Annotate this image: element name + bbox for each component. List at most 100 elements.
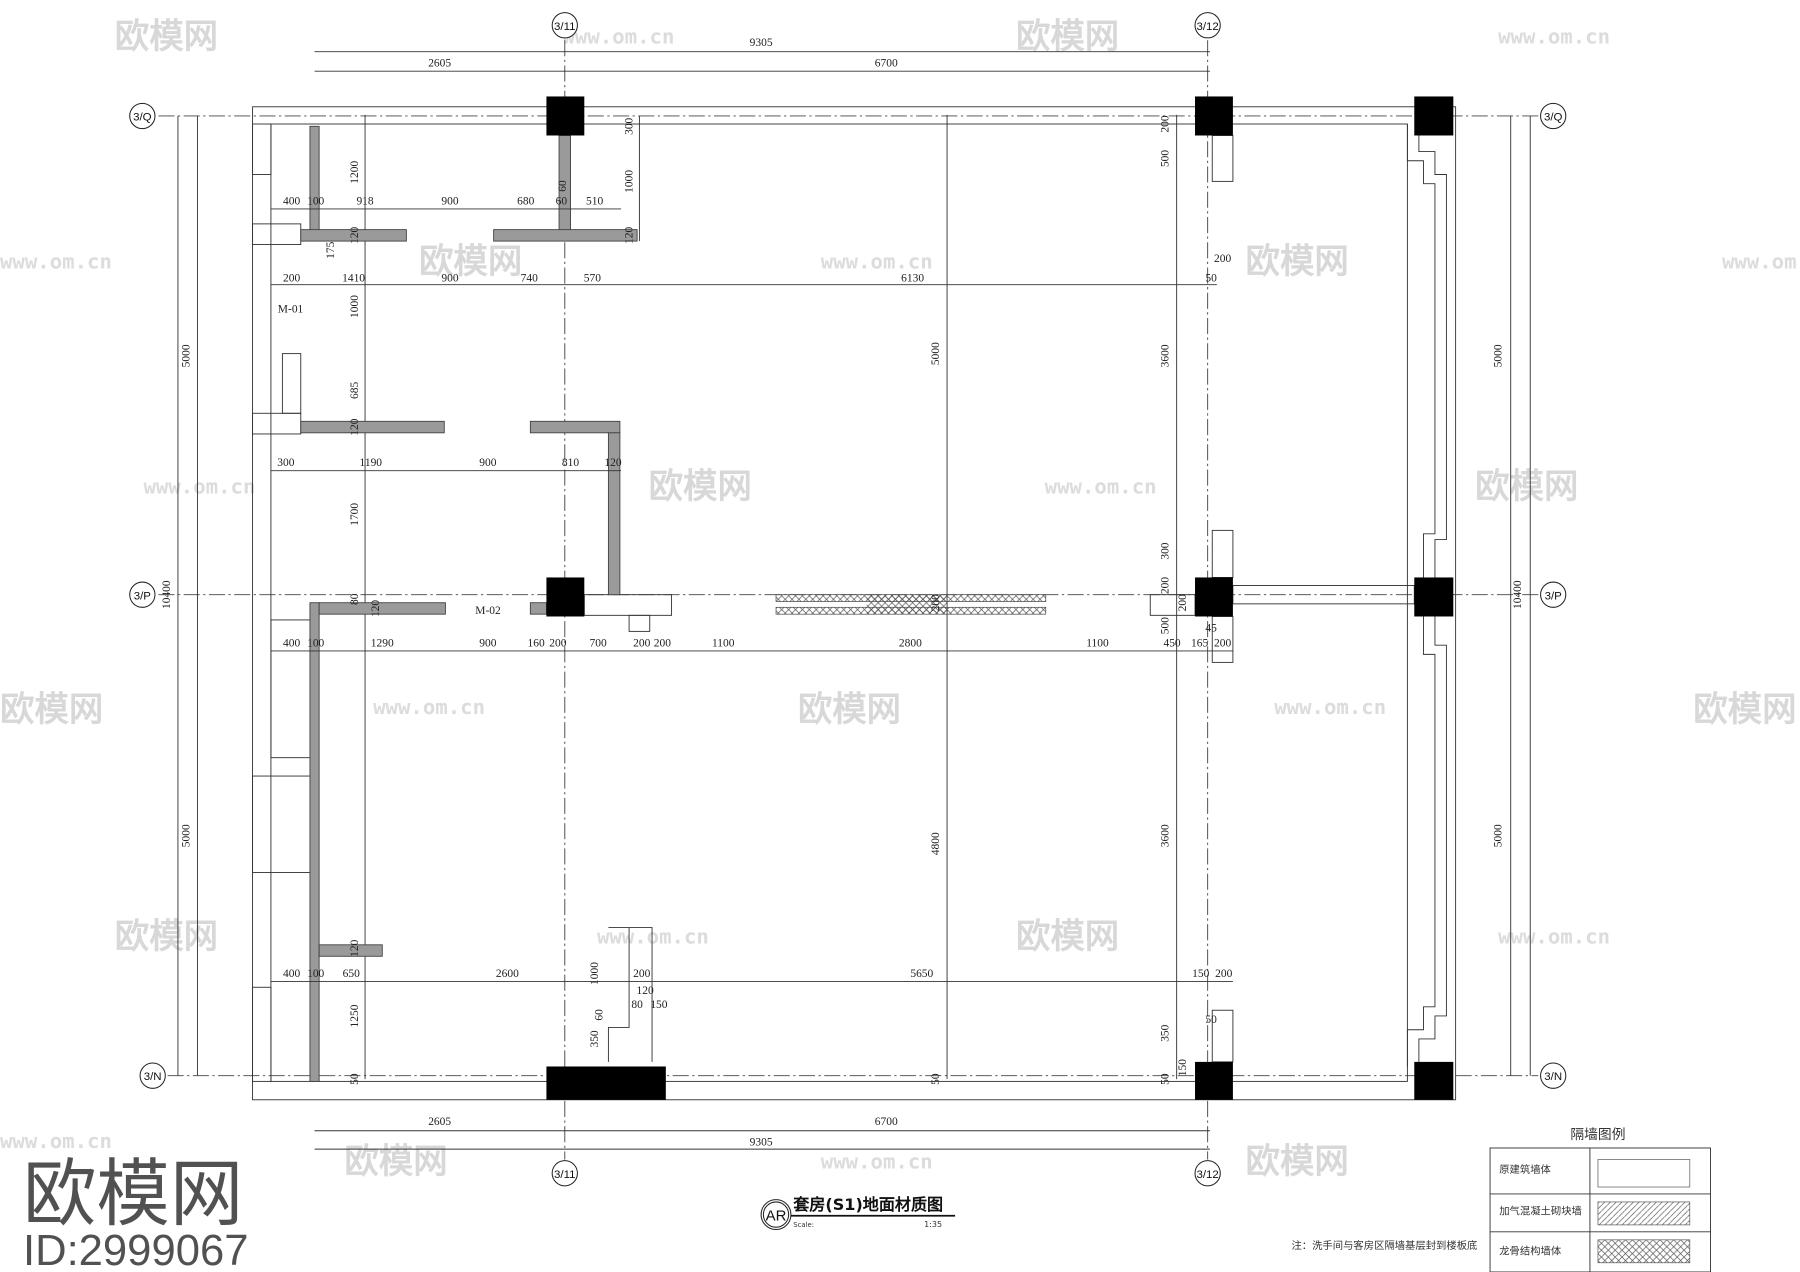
dimension-label: 50 xyxy=(1205,1014,1217,1026)
legend-title: 隔墙图例 xyxy=(1570,1127,1625,1143)
dimension-label: 350 xyxy=(1160,1024,1172,1041)
dimension-label: 50 xyxy=(930,1073,942,1085)
dimension-label: 150 xyxy=(1177,1059,1189,1076)
watermark-brand: 欧模网 xyxy=(1016,17,1119,57)
title-badge: AR xyxy=(766,1207,787,1224)
dimension-label: 350 xyxy=(589,1030,601,1047)
watermark-brand: 欧模网 xyxy=(649,467,752,507)
dimension-label: 200 xyxy=(1177,594,1189,611)
drawing-title: 套房(S1)地面材质图 xyxy=(793,1195,943,1214)
dimension-label: 2800 xyxy=(899,637,922,649)
grid-axis-bubble: 3/12 xyxy=(1194,12,1221,39)
watermark-url: www.om.cn xyxy=(563,25,675,49)
dimension-label: 400 xyxy=(283,195,300,207)
dimension-label: 500 xyxy=(1160,617,1172,634)
dimension-label: 1410 xyxy=(342,272,365,284)
watermark-url: www.om.cn xyxy=(597,925,709,949)
dimension-label: 4800 xyxy=(930,832,942,855)
dimension-label: 900 xyxy=(479,457,496,469)
grid-axis-bubble: 3/P xyxy=(129,581,156,608)
grid-axis-bubble: 3/Q xyxy=(129,102,156,130)
dimension-label: 1000 xyxy=(589,962,601,985)
partition-walls xyxy=(300,125,1047,1082)
dimension-label: 200 xyxy=(1160,577,1172,594)
dimension-label: 400 xyxy=(283,637,300,649)
dimension-label: 510 xyxy=(586,195,603,207)
grid-axis-bubble: 3/11 xyxy=(551,12,578,39)
dimension-label: 45 xyxy=(1205,622,1217,634)
dimension-label: 50 xyxy=(349,1073,361,1085)
dimension-label: 3600 xyxy=(1160,824,1172,847)
watermark-url: www.om.cn xyxy=(1722,250,1800,274)
dimension-label: 200 xyxy=(930,594,942,611)
door-label-m02: M-02 xyxy=(475,605,501,617)
dimension-label: 120 xyxy=(637,985,654,997)
dimension-label: 100 xyxy=(307,968,324,980)
dimension-label: 200 xyxy=(633,637,650,649)
watermark-layer: 欧模网欧模网欧模网欧模网欧模网欧模网欧模网欧模网欧模网欧模网欧模网欧模网欧模网w… xyxy=(0,17,1800,1182)
dimension-label: 120 xyxy=(349,418,361,435)
dimension-label: 50 xyxy=(1160,1073,1172,1085)
dimension-label: 400 xyxy=(283,968,300,980)
grid-axis-bubble: 3/P xyxy=(1540,581,1567,608)
dimension-label: 740 xyxy=(521,272,538,284)
watermark-brand: 欧模网 xyxy=(419,242,522,282)
grid-axis-bubble: 3/Q xyxy=(1540,102,1567,130)
watermark-url: www.om.cn xyxy=(1498,925,1610,949)
dimension-label: 60 xyxy=(556,195,568,207)
dimension-label: 120 xyxy=(624,226,636,243)
watermark-brand-large: 欧模网 xyxy=(23,1152,243,1237)
grid-axis-label: 3/11 xyxy=(554,21,575,33)
watermark-brand: 欧模网 xyxy=(344,1142,447,1182)
watermark-url: www.om.cn xyxy=(143,475,255,499)
legend-row-aerated-block-wall: 加气混凝土砌块墙 xyxy=(1499,1205,1582,1218)
dimension-label: 200 xyxy=(1214,253,1231,265)
watermark-url: www.om.cn xyxy=(1045,475,1157,499)
dimension-label: 6700 xyxy=(875,58,898,70)
watermark-url: www.om.cn xyxy=(373,695,485,719)
dimension-label: 200 xyxy=(283,272,300,284)
grid-axis-label: 3/12 xyxy=(1196,21,1218,33)
dimension-label: 900 xyxy=(441,195,458,207)
grid-axis-label: 3/Q xyxy=(1544,112,1563,124)
dimension-label: 5000 xyxy=(180,824,192,847)
dimension-label: 918 xyxy=(356,195,373,207)
dimension-label: 2605 xyxy=(428,58,451,70)
dimension-label: 685 xyxy=(349,381,361,398)
dimension-label: 175 xyxy=(325,241,337,258)
dimension-label: 60 xyxy=(557,180,569,192)
dimension-label: 570 xyxy=(584,272,601,284)
dimension-label: 300 xyxy=(277,457,294,469)
watermark-url: www.om.cn xyxy=(0,250,112,274)
dimension-label: 500 xyxy=(1160,150,1172,167)
dimension-label: 10400 xyxy=(1512,580,1524,609)
dimension-label: 1100 xyxy=(1086,637,1109,649)
dimension-label: 10400 xyxy=(161,580,173,609)
watermark-brand: 欧模网 xyxy=(1016,917,1119,957)
dimension-label: 2605 xyxy=(428,1116,451,1128)
watermark-brand: 欧模网 xyxy=(1246,1142,1349,1182)
watermark-brand: 欧模网 xyxy=(115,917,218,957)
scale-label: Scale: xyxy=(793,1221,814,1229)
dimension-label: 650 xyxy=(343,968,360,980)
grid-axis-bubble: 3/12 xyxy=(1194,1160,1221,1187)
dimension-label: 150 xyxy=(650,999,667,1011)
dimension-label: 5000 xyxy=(1493,824,1505,847)
dimension-label: 120 xyxy=(370,600,382,617)
scale-value: 1:35 xyxy=(924,1220,942,1229)
dimension-label: 200 xyxy=(1215,968,1232,980)
dimension-label: 5000 xyxy=(1493,344,1505,367)
dimension-label: 6700 xyxy=(875,1116,898,1128)
dimension-label: 9305 xyxy=(750,37,773,49)
grid-axis-label: 3/N xyxy=(144,1071,162,1083)
dimension-lines xyxy=(177,51,1531,1150)
dimension-label: 165 xyxy=(1191,637,1208,649)
dimension-label: 120 xyxy=(349,939,361,956)
dimension-label: 200 xyxy=(549,637,566,649)
dimension-label: 200 xyxy=(654,637,671,649)
dimension-label: 80 xyxy=(349,593,361,605)
dimension-label: 6130 xyxy=(901,272,924,284)
watermark-brand: 欧模网 xyxy=(1246,242,1349,282)
legend-row-original-wall: 原建筑墙体 xyxy=(1499,1163,1551,1176)
